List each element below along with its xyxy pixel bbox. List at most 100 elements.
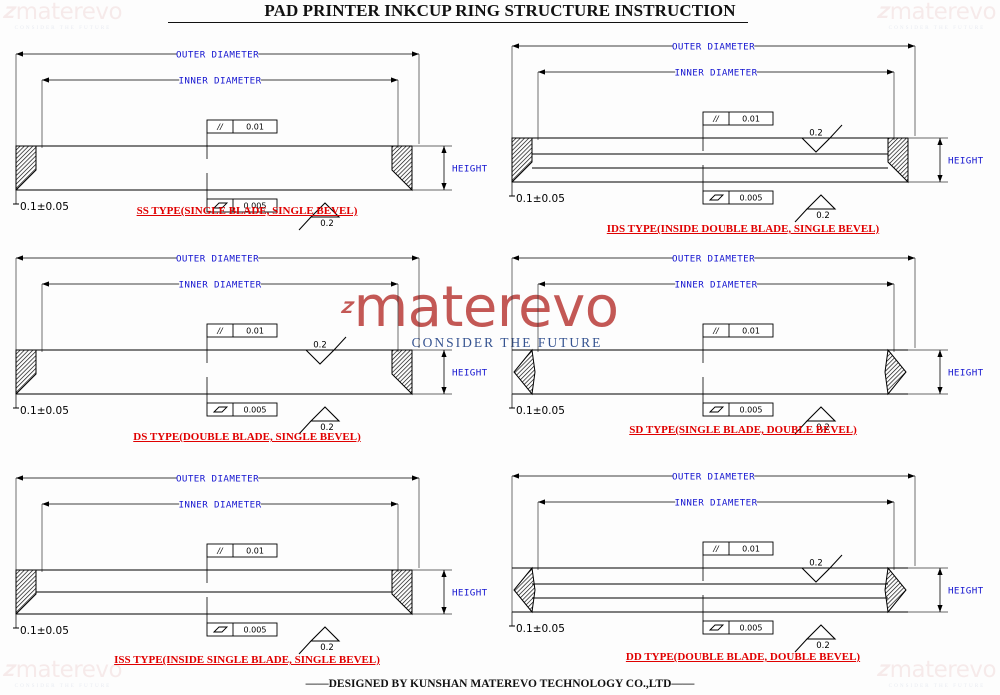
bevel-edge-right [391, 349, 413, 396]
height-dimension: HEIGHT [908, 137, 984, 183]
dimension-line: INNER DIAMETER [42, 279, 398, 290]
thickness-dimension: 0.1±0.05 [13, 394, 69, 417]
bevel-edge-left [15, 569, 37, 616]
diagram-iss: OUTER DIAMETER INNER DIAMETER HEIGHT 0.1… [2, 452, 492, 667]
svg-text:OUTER DIAMETER: OUTER DIAMETER [672, 253, 755, 264]
bevel-edge-right [391, 145, 413, 192]
svg-text:0.005: 0.005 [244, 625, 267, 634]
diagram-caption-ss: SS TYPE(SINGLE BLADE, SINGLE BEVEL) [136, 205, 358, 217]
bevel-edge-right [884, 348, 907, 396]
thickness-dimension: 0.1±0.05 [13, 190, 69, 213]
ring-cross-section [15, 569, 413, 616]
svg-text:0.005: 0.005 [740, 405, 763, 414]
feature-control-frame: 0.005 [702, 595, 774, 635]
svg-text:0.01: 0.01 [742, 114, 760, 123]
svg-text:HEIGHT: HEIGHT [948, 155, 984, 166]
footer-credit: ——DESIGNED BY KUNSHAN MATEREVO TECHNOLOG… [305, 678, 695, 690]
height-dimension: HEIGHT [412, 349, 488, 395]
feature-control-frame: 0.005 [206, 597, 278, 637]
svg-text:0.01: 0.01 [246, 546, 264, 555]
svg-text:0.01: 0.01 [742, 544, 760, 553]
svg-text:OUTER DIAMETER: OUTER DIAMETER [176, 49, 259, 60]
dimension-line: INNER DIAMETER [538, 67, 894, 78]
diagram-caption-sd: SD TYPE(SINGLE BLADE, DOUBLE BEVEL) [629, 424, 857, 436]
svg-text:INNER DIAMETER: INNER DIAMETER [674, 497, 757, 508]
svg-text:0.2: 0.2 [320, 643, 334, 653]
svg-text://: // [216, 123, 224, 132]
feature-control-frame: // 0.01 [702, 541, 774, 581]
dimension-line: OUTER DIAMETER [512, 253, 915, 264]
diagram-ss: OUTER DIAMETER INNER DIAMETER HEIGHT 0.1… [2, 28, 492, 243]
surface-roughness-symbol: 0.2 [304, 336, 347, 365]
feature-control-frame: 0.005 [206, 173, 278, 213]
svg-text:0.2: 0.2 [816, 641, 830, 651]
svg-text:INNER DIAMETER: INNER DIAMETER [178, 75, 261, 86]
feature-control-frame: // 0.01 [206, 323, 278, 363]
ring-cross-section [512, 566, 908, 614]
surface-roughness-symbol: 0.2 [794, 194, 837, 223]
svg-text:INNER DIAMETER: INNER DIAMETER [674, 279, 757, 290]
dimension-line: OUTER DIAMETER [512, 41, 915, 52]
dimension-line: INNER DIAMETER [42, 499, 398, 510]
svg-text:0.2: 0.2 [816, 423, 830, 433]
bevel-edge-left [15, 145, 37, 192]
diagram-caption-ids: IDS TYPE(INSIDE DOUBLE BLADE, SINGLE BEV… [606, 223, 880, 235]
watermark-monogram-icon: Z [876, 660, 891, 680]
bevel-edge-right [884, 566, 907, 614]
feature-control-frame: // 0.01 [702, 323, 774, 363]
ring-cross-section [15, 349, 413, 396]
title-underline [168, 22, 748, 23]
svg-text:0.1±0.05: 0.1±0.05 [516, 193, 565, 205]
svg-text:HEIGHT: HEIGHT [452, 367, 488, 378]
feature-control-frame: 0.005 [206, 377, 278, 417]
svg-text:0.2: 0.2 [320, 423, 334, 433]
dimension-line: INNER DIAMETER [538, 279, 894, 290]
height-dimension: HEIGHT [908, 349, 984, 395]
svg-text:0.2: 0.2 [313, 341, 327, 351]
svg-text://: // [712, 545, 720, 554]
diagram-sd: OUTER DIAMETER INNER DIAMETER HEIGHT 0.1… [498, 232, 988, 447]
svg-text:0.2: 0.2 [809, 129, 823, 139]
svg-text:0.005: 0.005 [244, 201, 267, 210]
svg-text:0.005: 0.005 [244, 405, 267, 414]
dimension-line: OUTER DIAMETER [512, 471, 915, 482]
svg-text:0.2: 0.2 [809, 559, 823, 569]
diagram-caption-dd: DD TYPE(DOUBLE BLADE, DOUBLE BEVEL) [625, 651, 861, 663]
surface-roughness-symbol: 0.2 [298, 406, 341, 435]
svg-text:HEIGHT: HEIGHT [948, 367, 984, 378]
thickness-dimension: 0.1±0.05 [509, 612, 565, 635]
bevel-edge-left [15, 349, 37, 396]
bevel-edge-left [513, 566, 536, 614]
surface-roughness-symbol: 0.2 [800, 554, 843, 583]
svg-text://: // [712, 115, 720, 124]
svg-text:INNER DIAMETER: INNER DIAMETER [178, 499, 261, 510]
diagram-ids: OUTER DIAMETER INNER DIAMETER HEIGHT 0.1… [498, 20, 988, 235]
svg-text:0.01: 0.01 [246, 122, 264, 131]
svg-text:OUTER DIAMETER: OUTER DIAMETER [672, 41, 755, 52]
height-dimension: HEIGHT [412, 145, 488, 191]
svg-text://: // [216, 327, 224, 336]
height-dimension: HEIGHT [908, 567, 983, 613]
svg-text:0.2: 0.2 [816, 211, 830, 221]
surface-roughness-symbol: 0.2 [794, 624, 837, 653]
svg-text:INNER DIAMETER: INNER DIAMETER [674, 67, 757, 78]
thickness-dimension: 0.1±0.05 [509, 182, 565, 205]
svg-text:HEIGHT: HEIGHT [452, 163, 488, 174]
surface-roughness-symbol: 0.2 [800, 124, 843, 153]
diagram-ds: OUTER DIAMETER INNER DIAMETER HEIGHT 0.1… [2, 232, 492, 447]
bevel-edge-right [887, 137, 909, 184]
height-dimension: HEIGHT [412, 569, 487, 615]
diagram-dd: OUTER DIAMETER INNER DIAMETER HEIGHT 0.1… [498, 450, 988, 665]
svg-text:0.1±0.05: 0.1±0.05 [20, 625, 69, 637]
svg-text:OUTER DIAMETER: OUTER DIAMETER [176, 473, 259, 484]
feature-control-frame: 0.005 [702, 165, 774, 205]
svg-text:0.005: 0.005 [740, 193, 763, 202]
bevel-edge-left [511, 137, 533, 184]
feature-control-frame: // 0.01 [206, 119, 278, 159]
svg-text://: // [216, 547, 224, 556]
dimension-line: OUTER DIAMETER [16, 49, 419, 60]
feature-control-frame: 0.005 [702, 377, 774, 417]
bevel-edge-left [513, 348, 536, 396]
svg-text://: // [712, 327, 720, 336]
